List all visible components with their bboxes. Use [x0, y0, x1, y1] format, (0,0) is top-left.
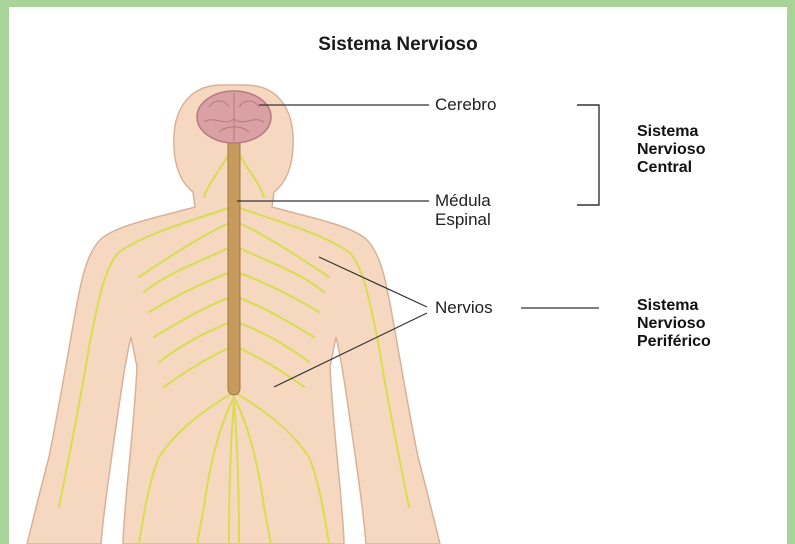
label-spinal-cord: Médula Espinal: [435, 191, 491, 229]
group-central-line1: Sistema: [637, 123, 705, 141]
group-central: Sistema Nervioso Central: [637, 123, 705, 177]
group-peripheral-line1: Sistema: [637, 297, 711, 315]
body-illustration: [9, 7, 787, 544]
spinal-cord: [228, 137, 240, 395]
group-peripheral-line2: Nervioso: [637, 315, 711, 333]
group-peripheral: Sistema Nervioso Periférico: [637, 297, 711, 351]
group-peripheral-line3: Periférico: [637, 333, 711, 351]
group-central-line3: Central: [637, 159, 705, 177]
diagram-panel: Sistema Nervioso Cerebro Médula Espinal …: [9, 7, 787, 544]
label-brain: Cerebro: [435, 95, 496, 114]
label-spinal-cord-line1: Médula: [435, 191, 491, 210]
label-spinal-cord-line2: Espinal: [435, 210, 491, 229]
central-bracket: [577, 105, 599, 205]
diagram-title: Sistema Nervioso: [9, 34, 787, 56]
group-central-line2: Nervioso: [637, 141, 705, 159]
label-nerves: Nervios: [435, 298, 493, 317]
